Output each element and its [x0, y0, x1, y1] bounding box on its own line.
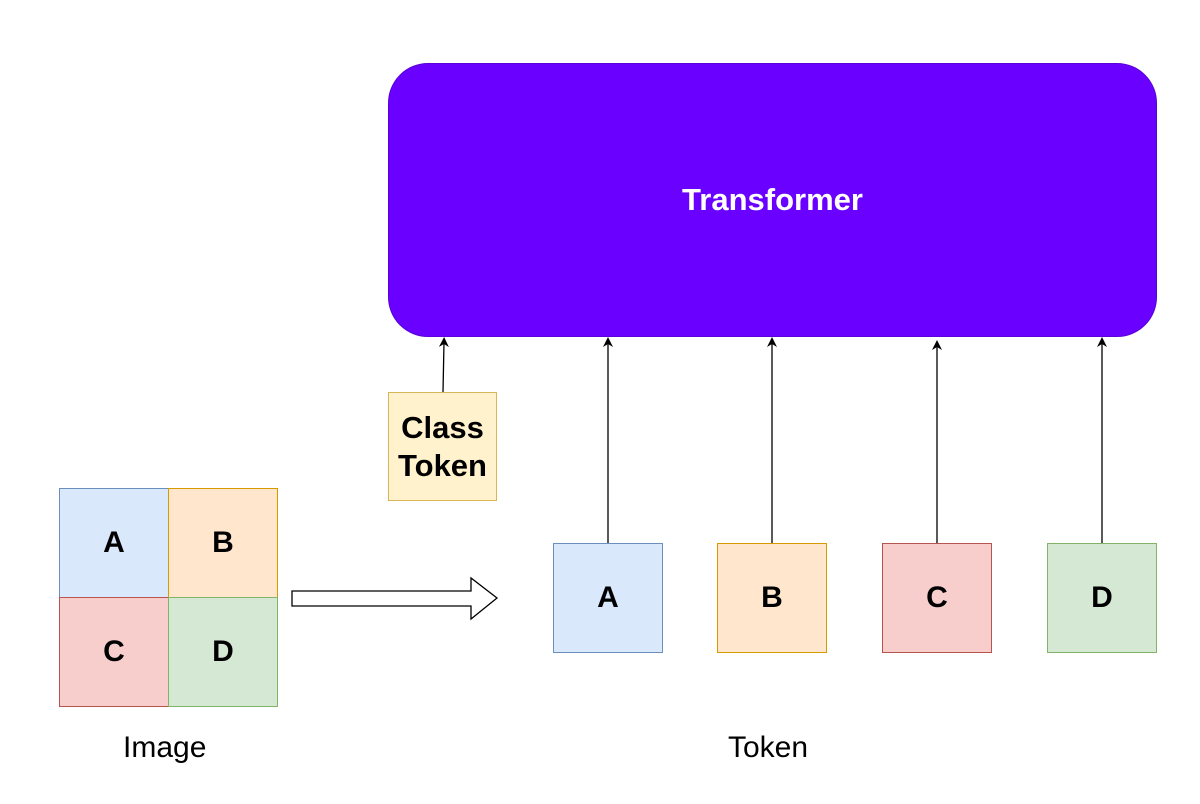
token-b: B	[717, 543, 827, 653]
image-caption: Image	[123, 731, 207, 764]
token-d: D	[1047, 543, 1157, 653]
image-cell-d: D	[168, 597, 278, 707]
class-token-label: Class Token	[398, 409, 487, 483]
transformer-label: Transformer	[682, 182, 863, 217]
token-c: C	[882, 543, 992, 653]
token-a: A	[553, 543, 663, 653]
image-cell-b: B	[168, 488, 278, 598]
token-caption: Token	[728, 731, 809, 764]
image-cell-a: A	[59, 488, 169, 598]
arrow-class-token	[438, 337, 449, 393]
class-token-box: Class Token	[388, 392, 497, 501]
image-cell-c: C	[59, 597, 169, 707]
image-to-token-arrow	[291, 576, 499, 621]
transformer-block: Transformer	[388, 63, 1157, 337]
